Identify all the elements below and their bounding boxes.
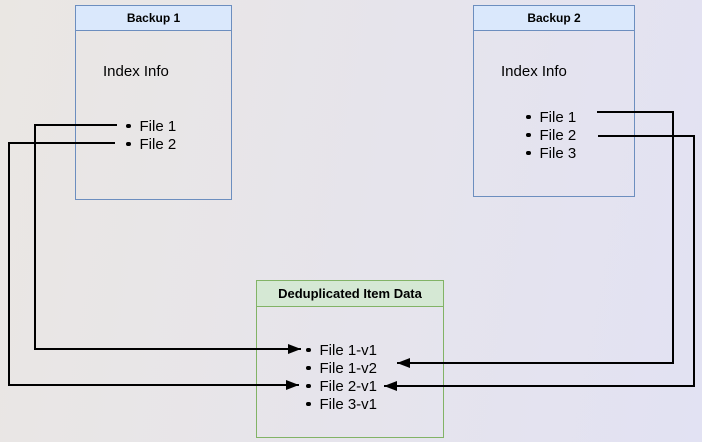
backup2-node: Backup 2 Index Info File 1 File 2 File 3 [473,5,635,197]
bullet-icon [306,401,311,407]
bullet-icon [306,347,311,353]
list-item: File 1 [526,108,576,126]
list-item: File 1-v1 [306,341,377,359]
backup2-file-2: File 2 [539,126,577,144]
dedup-file-1-v2: File 1-v2 [319,359,378,377]
list-item: File 2 [526,126,576,144]
backup1-file-2: File 2 [139,135,177,153]
bullet-icon [126,141,131,147]
bullet-icon [526,114,531,120]
bullet-icon [306,365,311,371]
bullet-icon [306,383,311,389]
backup1-file-list: File 1 File 2 [126,117,176,153]
bullet-icon [126,123,131,129]
dedup-file-3-v1: File 3-v1 [319,395,378,413]
backup2-file-3: File 3 [539,144,577,162]
backup1-index-info-label: Index Info [103,63,169,80]
list-item: File 1 [126,117,176,135]
dedup-file-list: File 1-v1 File 1-v2 File 2-v1 File 3-v1 [306,341,377,413]
list-item: File 3-v1 [306,395,377,413]
dedup-title: Deduplicated Item Data [257,281,443,307]
backup2-title: Backup 2 [474,6,634,31]
list-item: File 3 [526,144,576,162]
dedup-file-1-v1: File 1-v1 [319,341,378,359]
backup2-index-info-label: Index Info [501,63,567,80]
backup1-file-1: File 1 [139,117,177,135]
list-item: File 2-v1 [306,377,377,395]
list-item: File 1-v2 [306,359,377,377]
bullet-icon [526,132,531,138]
backup1-node: Backup 1 Index Info File 1 File 2 [75,5,232,200]
bullet-icon [526,150,531,156]
list-item: File 2 [126,135,176,153]
deduplicated-item-data-node: Deduplicated Item Data File 1-v1 File 1-… [256,280,444,438]
backup2-file-list: File 1 File 2 File 3 [526,108,576,162]
backup1-title: Backup 1 [76,6,231,31]
dedup-file-2-v1: File 2-v1 [319,377,378,395]
backup2-file-1: File 1 [539,108,577,126]
